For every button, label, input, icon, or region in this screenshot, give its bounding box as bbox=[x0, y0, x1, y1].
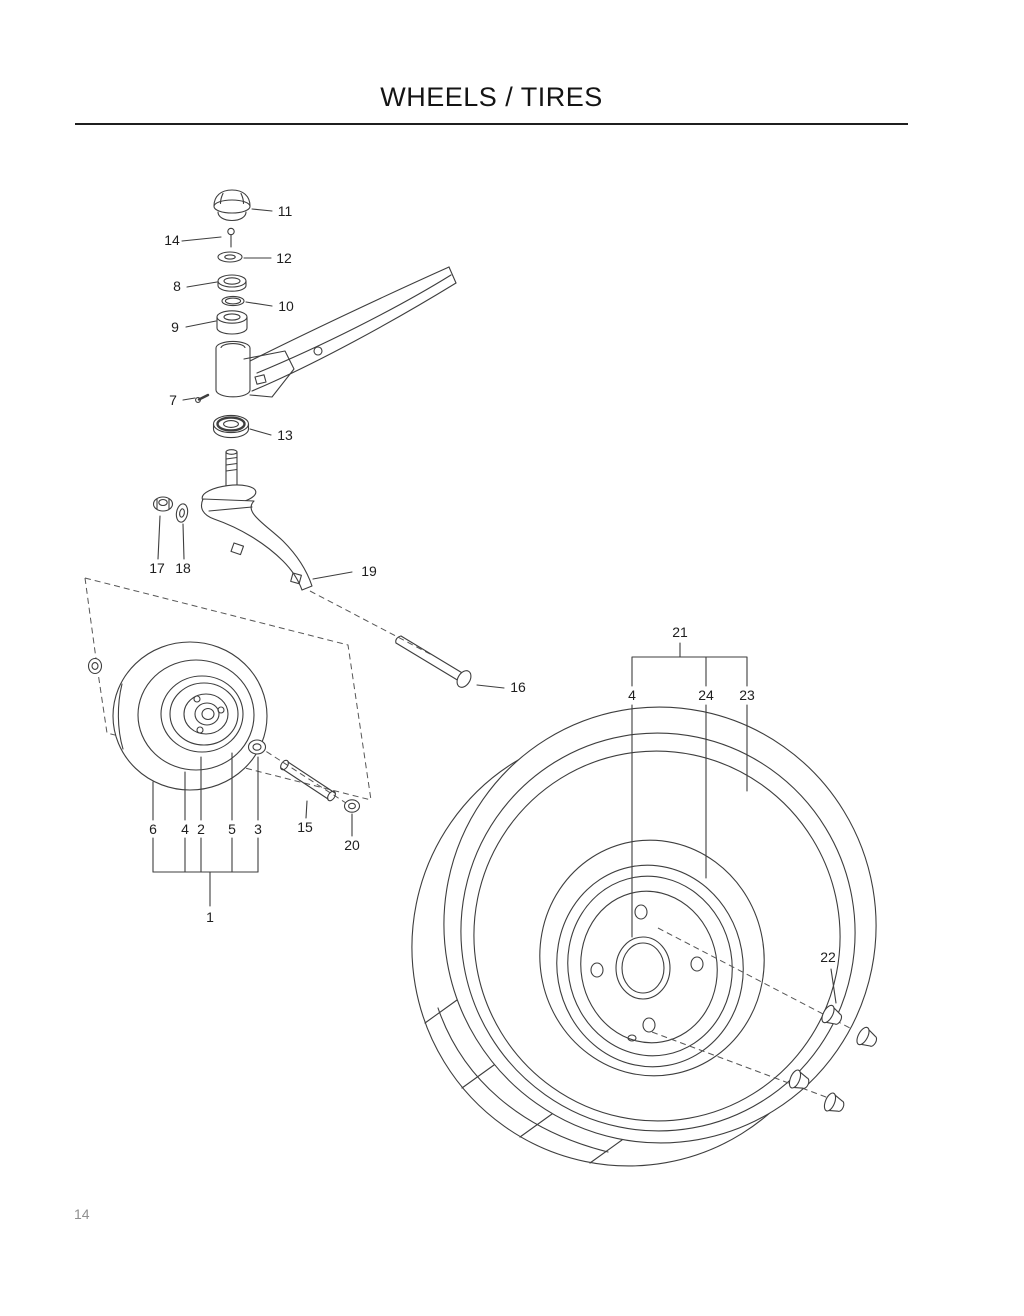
caster-axle-parts-drawing bbox=[87, 657, 361, 813]
lug-nut-drawing bbox=[856, 1026, 878, 1047]
part-label-8: 8 bbox=[173, 278, 181, 294]
part-label-12: 12 bbox=[276, 250, 292, 266]
part-label-10: 10 bbox=[278, 298, 294, 314]
part-label-15: 15 bbox=[297, 819, 313, 835]
axle-bolt-drawing bbox=[395, 635, 472, 688]
page-title: WHEELS / TIRES bbox=[380, 82, 603, 112]
part-label-9: 9 bbox=[171, 319, 179, 335]
part-label-17: 17 bbox=[149, 560, 165, 576]
caster-spindle-stack-drawing bbox=[195, 189, 251, 439]
part-label-4-rear: 4 bbox=[628, 687, 636, 703]
lug-nut-drawing bbox=[788, 1069, 810, 1089]
part-label-22: 22 bbox=[820, 949, 836, 965]
part-label-11: 11 bbox=[278, 203, 293, 219]
part-label-1: 1 bbox=[206, 909, 214, 925]
page-header: WHEELS / TIRES bbox=[75, 82, 908, 125]
part-label-19: 19 bbox=[361, 563, 377, 579]
part-label-5: 5 bbox=[228, 821, 236, 837]
part-label-6: 6 bbox=[149, 821, 157, 837]
rear-tire-drawing bbox=[411, 706, 877, 1167]
part-label-4-caster: 4 bbox=[181, 821, 189, 837]
caster-fork-drawing bbox=[152, 449, 313, 591]
callout-lines bbox=[152, 208, 837, 1004]
part-label-2: 2 bbox=[197, 821, 205, 837]
part-label-20: 20 bbox=[344, 837, 360, 853]
part-label-14: 14 bbox=[164, 232, 180, 248]
part-label-7: 7 bbox=[169, 392, 177, 408]
caster-wheel-drawing bbox=[112, 641, 268, 791]
frame-arm-drawing bbox=[215, 266, 457, 398]
part-label-21: 21 bbox=[672, 624, 688, 640]
part-label-13: 13 bbox=[277, 427, 293, 443]
part-label-23: 23 bbox=[739, 687, 755, 703]
lug-nut-drawing bbox=[823, 1092, 845, 1112]
lug-nut-drawing bbox=[821, 1004, 843, 1025]
part-label-16: 16 bbox=[510, 679, 526, 695]
part-labels: 11 14 12 8 10 9 7 13 17 18 19 16 6 4 2 5… bbox=[149, 203, 836, 965]
part-label-3: 3 bbox=[254, 821, 262, 837]
part-label-24: 24 bbox=[698, 687, 714, 703]
part-label-18: 18 bbox=[175, 560, 191, 576]
page-number: 14 bbox=[74, 1206, 90, 1222]
